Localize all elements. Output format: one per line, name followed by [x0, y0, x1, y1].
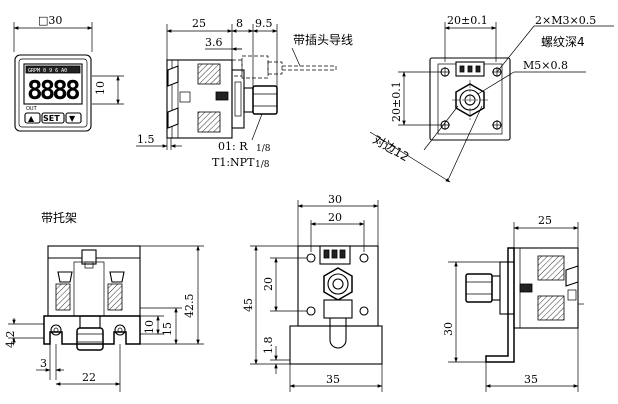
- dim-4-2: 4.2: [4, 331, 17, 349]
- dim-3: 3: [40, 357, 47, 370]
- note-thread-depth: 螺纹深4: [541, 35, 585, 49]
- bracket-front-view: 带托架 42.5 10 15: [4, 211, 204, 392]
- dim-10: 10: [143, 320, 156, 334]
- thread-01-fraction: 1/8: [256, 144, 271, 154]
- dim-20-top: 20: [328, 211, 342, 224]
- dim-square-30: □30: [38, 14, 62, 27]
- note-m3-thread: 2×M3×0.5: [535, 14, 596, 27]
- lcd-header: GRPM 0 9 6 A0: [28, 68, 67, 74]
- dim-20-tol-v: 20±0.1: [390, 81, 403, 122]
- back-view: 20±0.1 20±0.1 对边12: [369, 14, 614, 183]
- front-view: □30 GRPM 0 9 6 A0 8888 OUT ▲ SET ▼ 10: [13, 14, 124, 132]
- bracket-section-title: 带托架: [41, 211, 77, 225]
- thread-t1-label: T1:NPT: [212, 156, 255, 169]
- thread-01-label: 01: R: [218, 140, 248, 153]
- dim-42-5: 42.5: [183, 294, 196, 319]
- down-arrow-icon: ▼: [69, 114, 76, 123]
- dim-20-tol-h: 20±0.1: [447, 14, 488, 27]
- dim-25-side: 25: [538, 214, 552, 227]
- dim-height-10: 10: [94, 81, 107, 95]
- side-view: 25 8 9.5 3.6 带插头导线: [136, 17, 353, 170]
- plug-lead-label: 带插头导线: [293, 33, 353, 47]
- dim-8: 8: [236, 17, 243, 30]
- set-button[interactable]: [41, 112, 65, 124]
- dim-30: 30: [328, 193, 342, 206]
- set-button-label: SET: [43, 114, 60, 123]
- thread-t1-fraction: 1/8: [255, 160, 270, 170]
- dim-30-side: 30: [442, 322, 455, 336]
- lcd-digits: 8888: [27, 76, 80, 106]
- down-button[interactable]: [65, 112, 82, 124]
- dim-22: 22: [82, 371, 96, 384]
- dim-across-flats-12: 对边12: [371, 132, 412, 164]
- dim-35-side: 35: [524, 373, 538, 386]
- note-m5-thread: M5×0.8: [523, 59, 568, 72]
- dim-25: 25: [192, 17, 206, 30]
- lcd-out-label: OUT: [26, 106, 38, 112]
- dim-45: 45: [242, 298, 255, 312]
- dim-1-8: 1.8: [262, 337, 275, 355]
- bracket-side-view: 25 30 35: [442, 214, 584, 392]
- dim-20-side: 20: [262, 277, 275, 291]
- dim-15: 15: [161, 322, 174, 336]
- dim-1-5: 1.5: [137, 133, 155, 146]
- dim-9-5: 9.5: [255, 17, 273, 30]
- bracket-back-view: 30 20 20 45: [242, 193, 383, 392]
- up-arrow-icon: ▲: [28, 114, 35, 123]
- dim-3-6: 3.6: [205, 36, 223, 49]
- dim-35-back: 35: [326, 373, 340, 386]
- up-button[interactable]: [24, 112, 41, 124]
